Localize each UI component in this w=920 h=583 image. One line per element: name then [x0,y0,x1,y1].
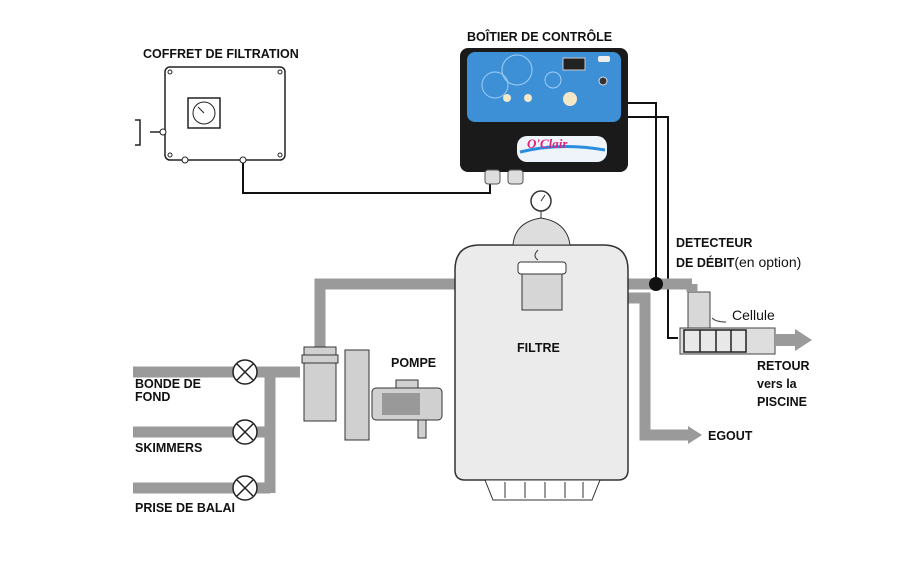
retour-label-line2: vers la [757,377,797,391]
filtre-label: FILTRE [517,341,560,355]
filtration-cabinet [135,66,286,164]
detecteur-label-line2: DE DÉBIT(en option) [676,255,801,270]
control-cables [242,102,678,339]
return-arrow-icon [795,329,812,351]
detecteur-label-line1: DETECTEUR [676,236,753,250]
oclair-logo: O'Clair [527,136,568,151]
boitier-label: BOÎTIER DE CONTRÔLE [467,30,613,44]
prise-balai-label: PRISE DE BALAI [135,501,236,515]
pump [301,346,443,441]
egout-arrow-icon [688,426,702,444]
valves [232,359,258,501]
detecteur-label-text: DE DÉBIT [676,256,735,270]
detecteur-option: (en option) [734,254,802,270]
retour-label-line1: RETOUR [757,359,810,373]
pompe-label: POMPE [391,356,437,370]
coffret-label: COFFRET DE FILTRATION [143,47,299,61]
retour-label-line3: PISCINE [757,395,808,409]
control-box [460,48,628,185]
bonde-label-line1: BONDE DE [135,377,201,391]
cellule-label: Cellule [732,307,775,323]
bonde-label-line2: FOND [135,390,171,404]
electrolysis-cell [679,284,812,355]
skimmers-label: SKIMMERS [135,441,203,455]
filter [454,190,629,501]
egout-label: EGOUT [708,429,753,443]
flow-detector-icon [649,277,663,291]
